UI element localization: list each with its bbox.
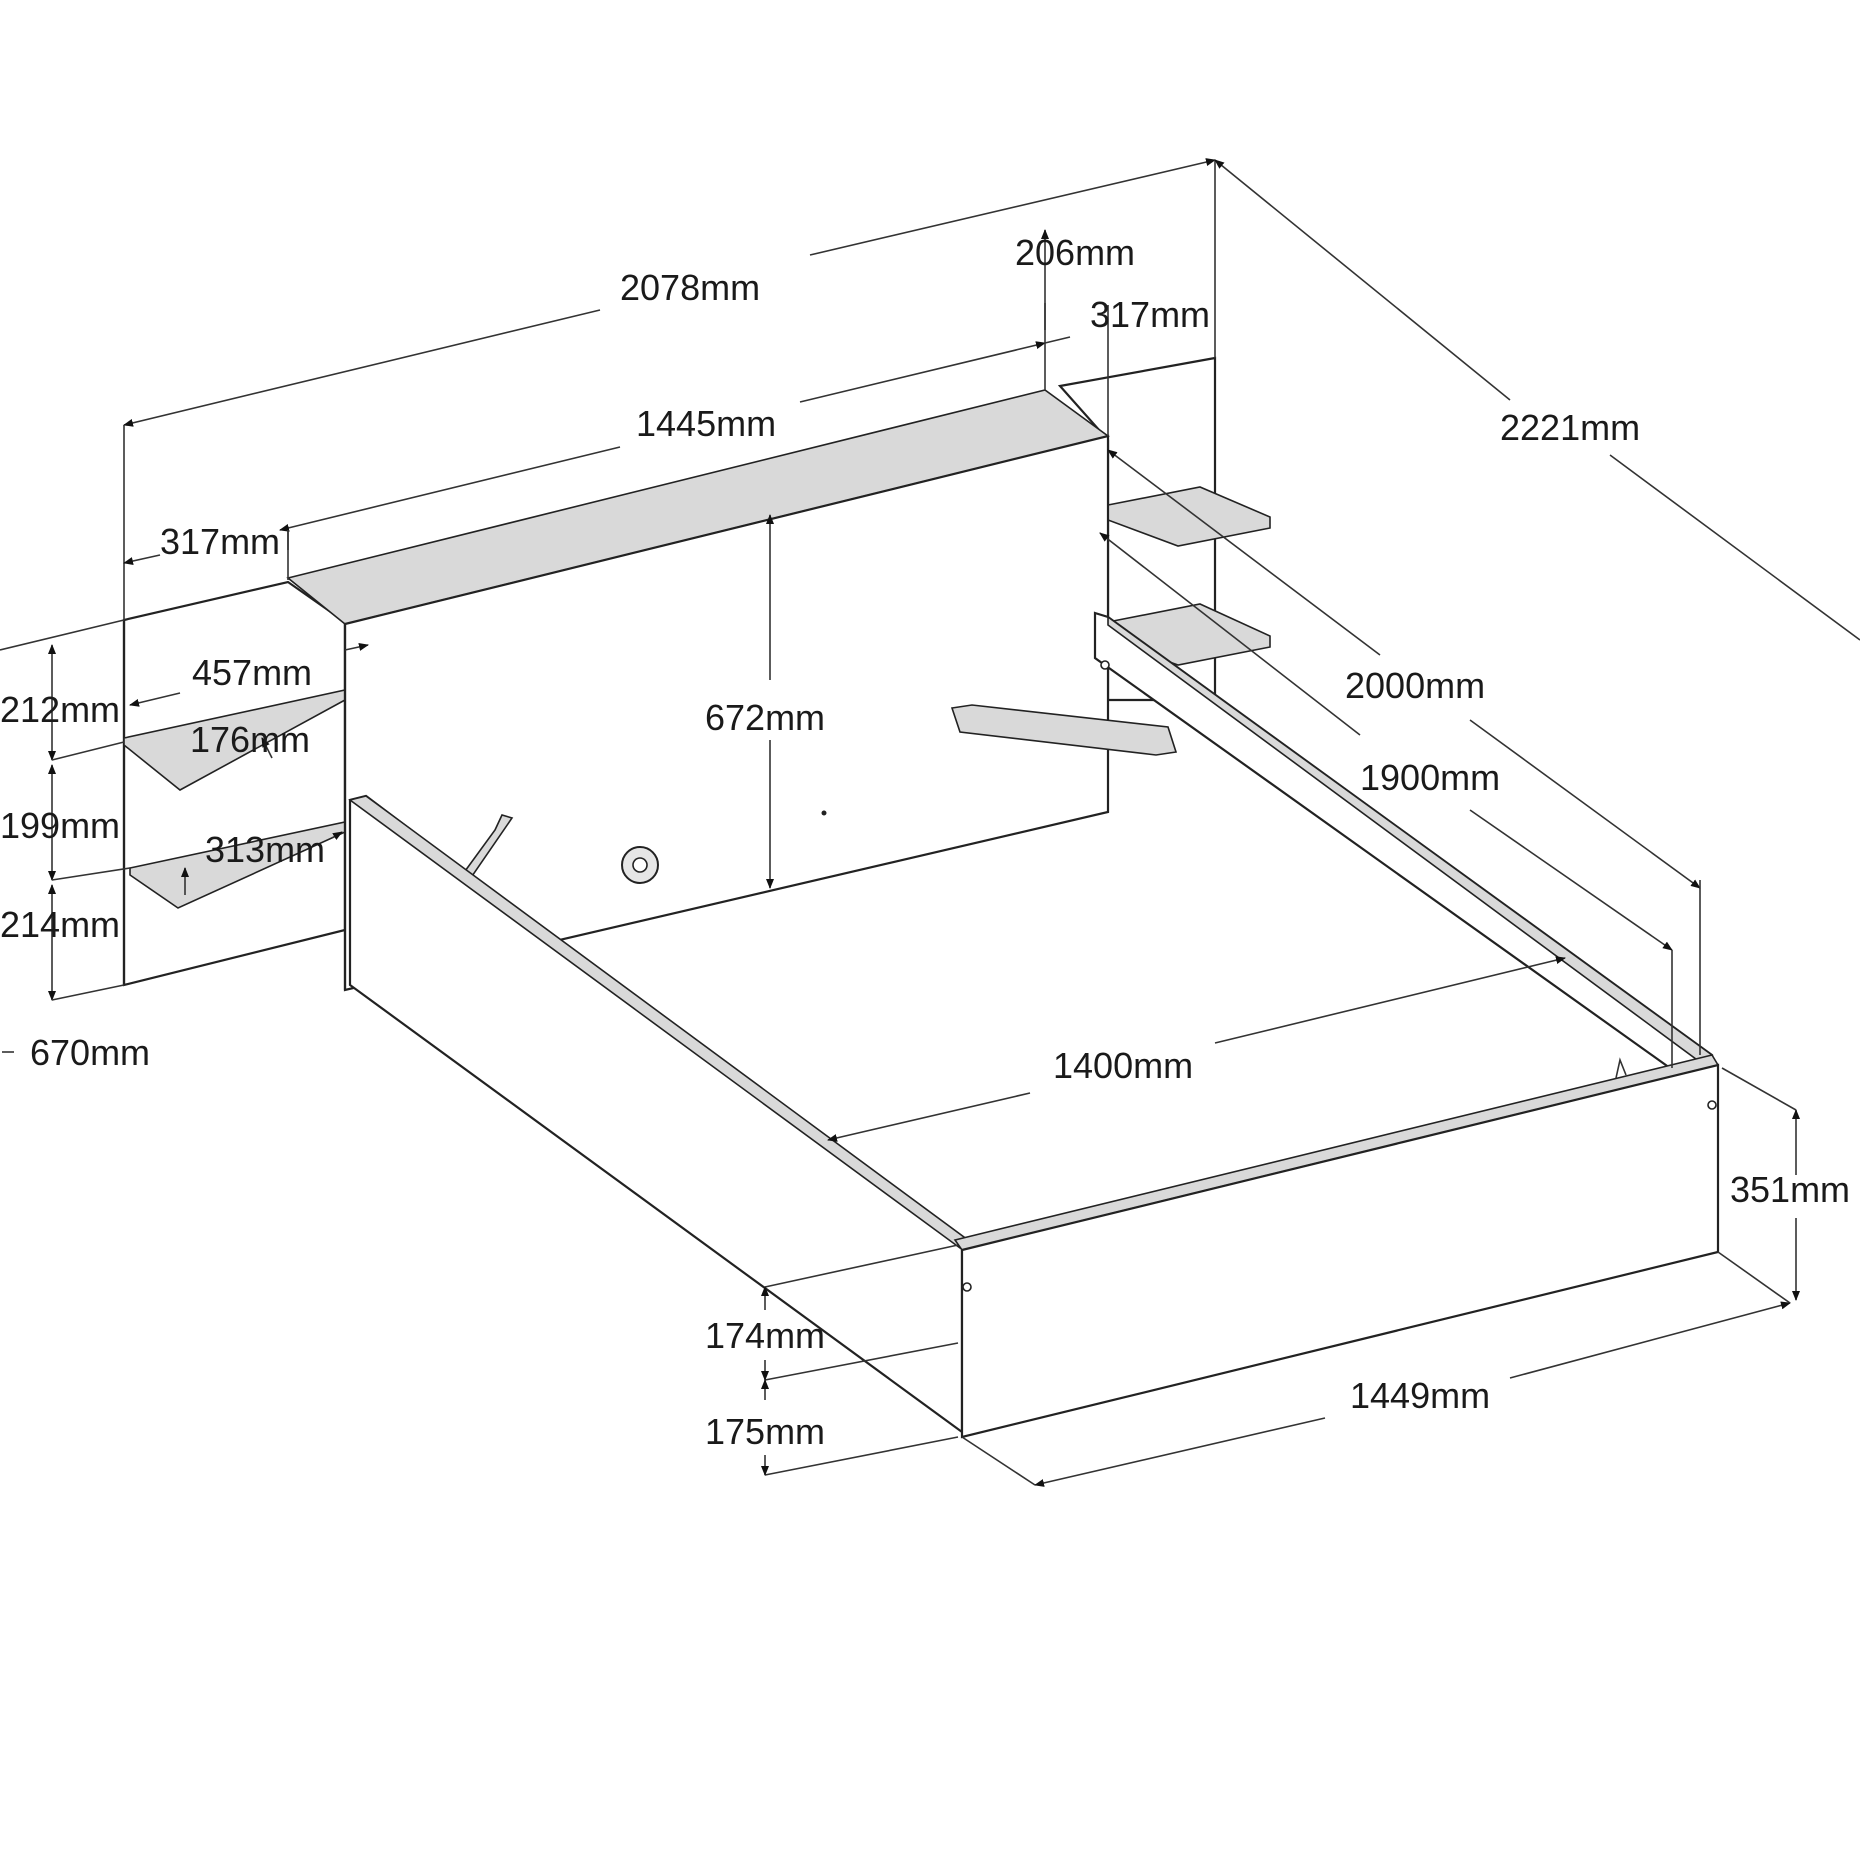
label-shelf-gap-bottom: 214mm [0, 904, 120, 945]
label-rail-lower-height: 175mm [705, 1411, 825, 1452]
label-headboard-width: 1445mm [636, 403, 776, 444]
label-mattress-length: 1900mm [1360, 757, 1500, 798]
dimension-labels: 2078mm 1445mm 2221mm 2000mm 1900mm 1400m… [0, 232, 1850, 1452]
cross-bracket [950, 704, 1178, 756]
label-shelf-depth-top-right: 206mm [1015, 232, 1135, 273]
label-side-unit-width-left: 317mm [160, 521, 280, 562]
label-overall-length: 2221mm [1500, 407, 1640, 448]
label-lower-shelf-depth: 313mm [205, 829, 325, 870]
label-overall-width: 2078mm [620, 267, 760, 308]
label-shelf-gap-middle: 199mm [0, 805, 120, 846]
label-side-unit-width-right: 317mm [1090, 294, 1210, 335]
label-side-unit-height: 670mm [30, 1032, 150, 1073]
label-frame-height: 351mm [1730, 1169, 1850, 1210]
label-headboard-height: 672mm [705, 697, 825, 738]
label-rail-upper-height: 174mm [705, 1315, 825, 1356]
dimension-lines [0, 158, 1860, 1487]
label-shelf-gap-top: 212mm [0, 689, 120, 730]
label-mattress-width: 1400mm [1053, 1045, 1193, 1086]
left-side-unit-panel [122, 580, 347, 987]
bed-frame-drawing [122, 356, 1720, 1439]
footboard-panel [960, 1063, 1720, 1439]
label-side-rail-length: 2000mm [1345, 665, 1485, 706]
left-lower-shelf [129, 821, 346, 909]
label-shelf-width: 457mm [192, 652, 312, 693]
label-frame-width: 1449mm [1350, 1375, 1490, 1416]
label-shelf-depth: 176mm [190, 719, 310, 760]
